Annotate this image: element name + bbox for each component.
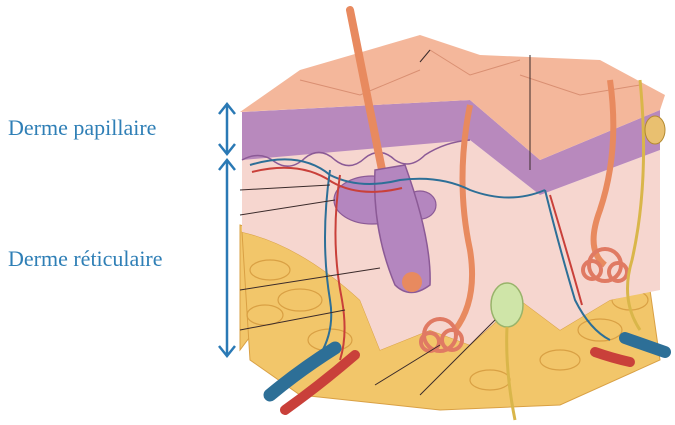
pacinian-corpuscle [491, 283, 523, 327]
reticular-dermis-arrow [219, 160, 235, 356]
papillary-dermis-arrow [219, 104, 235, 154]
meissner-corpuscle [645, 116, 665, 144]
